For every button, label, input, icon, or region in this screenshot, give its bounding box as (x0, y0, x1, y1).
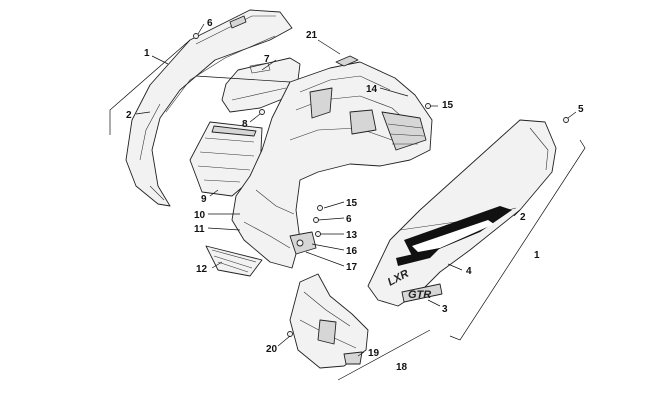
bracket-group-1-left (109, 39, 191, 135)
callout-10: 10 (194, 210, 206, 221)
callout-17: 17 (346, 262, 358, 273)
fasteners (193, 33, 569, 337)
bracket-group-18 (337, 329, 431, 381)
callout-2-left: 2 (126, 110, 132, 121)
callout-3: 3 (442, 304, 448, 315)
callout-7: 7 (264, 54, 270, 65)
deflector-panel (221, 57, 301, 113)
callout-14: 14 (366, 84, 378, 95)
callout-6-mid: 6 (346, 214, 352, 225)
callout-5: 5 (578, 104, 584, 115)
decal-badge-text: GTR (408, 289, 431, 301)
callout-4: 4 (466, 266, 472, 277)
belly-pan (289, 273, 369, 369)
main-hood (231, 55, 433, 269)
callout-16: 16 (346, 246, 358, 257)
callout-12: 12 (196, 264, 208, 275)
callout-18: 18 (396, 362, 408, 373)
callout-labels: 1 2 6 7 8 21 14 15 5 9 10 11 12 15 6 13 … (126, 18, 584, 373)
callout-15-mid: 15 (346, 198, 358, 209)
callout-19: 19 (368, 348, 380, 359)
callout-8: 8 (242, 119, 248, 130)
headlight-lens (205, 245, 263, 277)
callout-15-top: 15 (442, 100, 454, 111)
callout-13: 13 (346, 230, 358, 241)
bracket-group-1-right (449, 139, 586, 341)
callout-1-right: 1 (534, 250, 540, 261)
callout-9: 9 (201, 194, 207, 205)
callout-20: 20 (266, 344, 278, 355)
callout-11: 11 (194, 224, 205, 235)
windshield-left (125, 9, 293, 207)
callout-6-top: 6 (207, 18, 213, 29)
mounting-bracket (289, 231, 317, 255)
side-panel-right: LXR (367, 119, 557, 307)
callout-1-left: 1 (144, 48, 150, 59)
leader-lines (135, 23, 577, 357)
callout-2-right: 2 (520, 212, 526, 223)
inner-grille-panel (189, 121, 263, 197)
callout-21: 21 (306, 30, 318, 41)
badge-decal: GTR (401, 283, 443, 303)
